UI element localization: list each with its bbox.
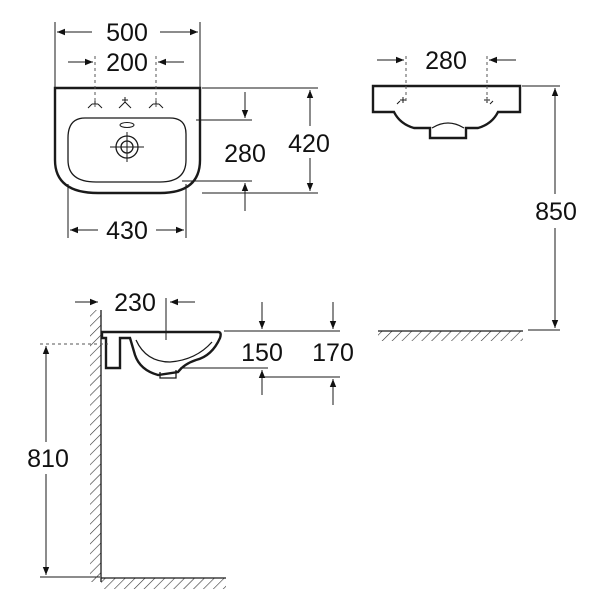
waste-trap [159, 370, 177, 379]
front-view-basin-outline [371, 84, 522, 140]
front-tap-hole-marks [396, 97, 494, 105]
side-view: 230 150 170 810 [27, 289, 354, 589]
front-view: 280 850 [371, 47, 577, 341]
top-view-bowl-outline [67, 117, 187, 183]
dim-depth-total: 420 [288, 130, 330, 158]
front-floor-hatch [378, 331, 523, 341]
dim-rim-to-bottom: 170 [312, 339, 354, 367]
side-view-basin-profile [100, 330, 222, 377]
side-floor-hatch [101, 578, 226, 589]
overflow-slot [119, 122, 135, 128]
dim-rim-to-outlet: 150 [241, 339, 283, 367]
dim-front-tap-spacing: 280 [425, 47, 467, 75]
wall-hatch [90, 310, 101, 582]
dim-bowl-width: 430 [106, 217, 148, 245]
dim-tap-spacing: 200 [106, 49, 148, 77]
front-view-waste-outlet [431, 122, 465, 129]
dim-install-height: 850 [535, 198, 577, 226]
top-view-basin-outline [53, 86, 202, 195]
dim-width-total: 500 [106, 19, 148, 47]
dim-projection: 230 [114, 289, 156, 317]
dim-outlet-height: 810 [27, 445, 69, 473]
top-view: 500 200 430 420 280 [53, 19, 330, 245]
tap-hole-marks [87, 97, 164, 109]
dim-bowl-depth: 280 [224, 140, 266, 168]
